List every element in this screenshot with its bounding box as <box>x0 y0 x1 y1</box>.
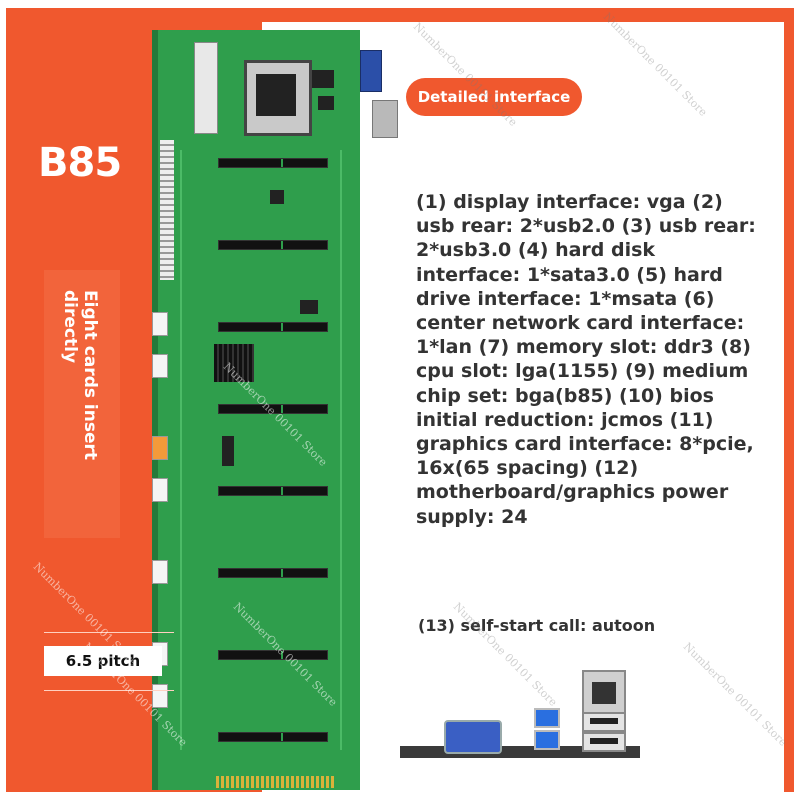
spec-list: (1) display interface: vga (2) usb rear:… <box>416 191 756 528</box>
board-gold-fingers <box>216 776 336 788</box>
usb3-port <box>534 730 560 750</box>
self-start-spec: (13) self-start call: autoon <box>418 616 656 635</box>
board-connector <box>152 560 168 584</box>
chip <box>300 300 318 314</box>
detailed-interface-button[interactable]: Detailed interface <box>406 78 582 116</box>
board-trace <box>340 150 342 750</box>
board-connector <box>152 478 168 502</box>
pcie-slot <box>218 322 328 332</box>
lan-port <box>582 670 626 714</box>
divider <box>44 690 174 691</box>
vga-port <box>444 720 502 754</box>
pcie-slot <box>218 404 328 414</box>
usb2-port-slot <box>590 738 618 744</box>
headline: B85 <box>38 140 122 186</box>
side-banner-text: Eight cards insert directly <box>60 290 100 460</box>
chipset-heatsink <box>214 344 254 382</box>
board-trace <box>180 150 182 750</box>
lan-port-jack <box>592 682 616 704</box>
usb3-port <box>534 708 560 728</box>
power-connector <box>160 140 174 280</box>
chip <box>318 96 334 110</box>
board-connector <box>152 436 168 460</box>
chip <box>270 190 284 204</box>
usb2-port <box>582 732 626 752</box>
usb2-port-slot <box>590 718 618 724</box>
io-port-top <box>372 100 398 138</box>
pitch-label: 6.5 pitch <box>44 646 162 676</box>
pcie-slot <box>218 732 328 742</box>
pcie-slot <box>218 568 328 578</box>
side-banner <box>44 270 120 538</box>
cpu-socket-center <box>256 74 296 116</box>
pcie-slot <box>218 486 328 496</box>
chip <box>312 70 334 88</box>
board-connector <box>152 354 168 378</box>
memory-slot <box>194 42 218 134</box>
pcie-slot <box>218 650 328 660</box>
usb2-port <box>582 712 626 732</box>
pcie-slot <box>218 240 328 250</box>
board-edge <box>152 30 158 790</box>
pcie-slot <box>218 158 328 168</box>
divider <box>44 632 174 633</box>
chip <box>222 436 234 466</box>
board-connector <box>152 312 168 336</box>
vga-port-top <box>360 50 382 92</box>
